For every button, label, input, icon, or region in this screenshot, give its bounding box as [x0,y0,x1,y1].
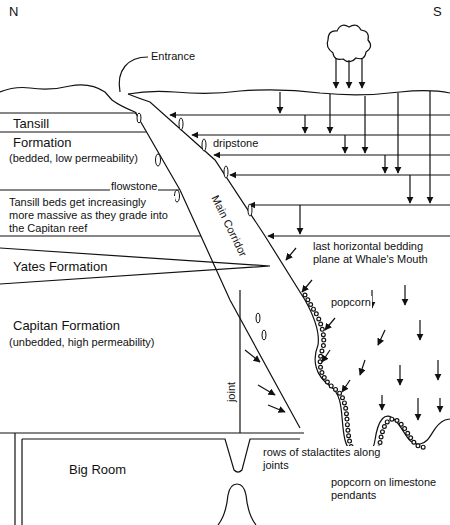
formation-name: Formation [12,135,73,150]
feature-label: dripstone [212,137,259,150]
entrance-label: Entrance [150,50,196,63]
feature-label: popcorn [330,296,372,309]
passage-name: Main Corridor [208,192,250,259]
formation-note: (bedded, low permeability) [8,152,139,165]
formation-note: Tansill beds get increasingly more massi… [8,196,175,235]
formation-note: (unbedded, high permeability) [8,336,156,349]
feature-label: joint [225,381,238,403]
compass-label: N [8,4,19,19]
formation-name: Capitan Formation [12,318,121,333]
formation-name: Tansill [12,116,50,131]
feature-label: last horizontal bedding plane at Whale's… [312,240,444,266]
feature-label: popcorn on limestone pendants [330,476,447,502]
formation-name: Yates Formation [12,259,108,274]
compass-label: S [432,4,443,19]
room-name: Big Room [68,462,127,477]
feature-label: flowstone [110,180,158,193]
feature-label: rows of stalactites along joints [262,446,384,472]
